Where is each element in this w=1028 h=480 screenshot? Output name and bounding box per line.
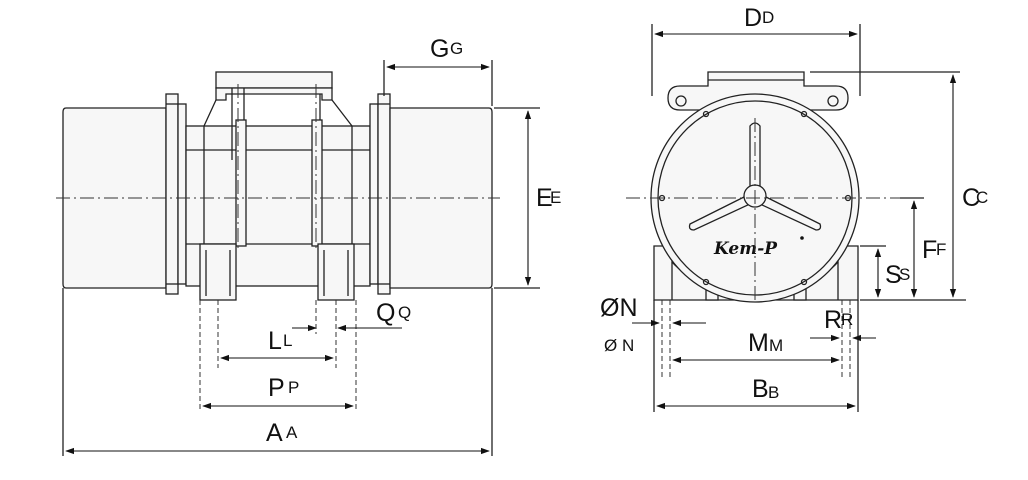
label-e: E xyxy=(536,184,553,212)
label-l: L xyxy=(268,327,282,355)
right-flange xyxy=(377,93,391,295)
dimension-n: ØN Ø N xyxy=(600,294,706,355)
label-q-small: Q xyxy=(398,303,411,322)
label-q: Q xyxy=(376,299,395,327)
label-m-small: M xyxy=(769,336,783,355)
right-flange-ring xyxy=(369,103,379,285)
dimension-e: E E xyxy=(524,110,561,286)
label-a: A xyxy=(266,419,283,447)
left-flange-ring xyxy=(177,103,187,285)
label-m: M xyxy=(748,329,769,357)
side-view xyxy=(56,60,540,456)
label-f: F xyxy=(922,236,937,264)
front-view: Kem-P xyxy=(626,24,966,412)
label-r: R xyxy=(824,306,842,334)
dimension-f: F F xyxy=(910,200,946,298)
terminal-box xyxy=(215,87,333,101)
label-n: ØN xyxy=(600,294,638,322)
dimension-r: R R xyxy=(810,306,876,342)
label-d: D xyxy=(744,4,762,32)
label-p-small: P xyxy=(288,378,299,397)
label-e-small: E xyxy=(550,188,561,207)
label-d-small: D xyxy=(762,8,774,27)
label-l-small: L xyxy=(283,331,292,350)
dimension-a: A A xyxy=(65,419,490,455)
label-c: C xyxy=(962,184,980,212)
label-g-small: G xyxy=(450,39,463,58)
label-a-small: A xyxy=(286,423,298,442)
lug-hole-left xyxy=(675,95,687,107)
dimension-s: S S xyxy=(874,248,910,298)
dimension-b: B B xyxy=(656,375,856,410)
label-g: G xyxy=(430,35,449,63)
svg-text:Kem-P: Kem-P xyxy=(713,239,778,259)
dimension-p: P P xyxy=(202,374,354,410)
dimension-c: C C xyxy=(949,74,988,298)
label-c-small: C xyxy=(976,188,988,207)
dimension-l: L L xyxy=(220,327,334,362)
label-b-small: B xyxy=(768,383,779,402)
label-n-small: Ø N xyxy=(604,336,634,355)
lug-hole-right xyxy=(827,95,839,107)
label-r-small: R xyxy=(841,310,853,329)
dimension-m: M M xyxy=(672,329,840,364)
dimension-q: Q Q xyxy=(292,299,411,332)
label-s: S xyxy=(885,261,902,289)
lifting-lug xyxy=(667,71,849,111)
label-p: P xyxy=(268,374,285,402)
dimension-g: G G xyxy=(386,35,490,71)
brand-logo: Kem-P xyxy=(713,236,804,259)
terminal-box-lid xyxy=(215,71,333,89)
label-b: B xyxy=(752,375,769,403)
label-f-small: F xyxy=(936,240,946,259)
dimension-d: D D xyxy=(654,4,858,38)
left-flange xyxy=(165,93,179,295)
label-s-small: S xyxy=(899,265,910,284)
